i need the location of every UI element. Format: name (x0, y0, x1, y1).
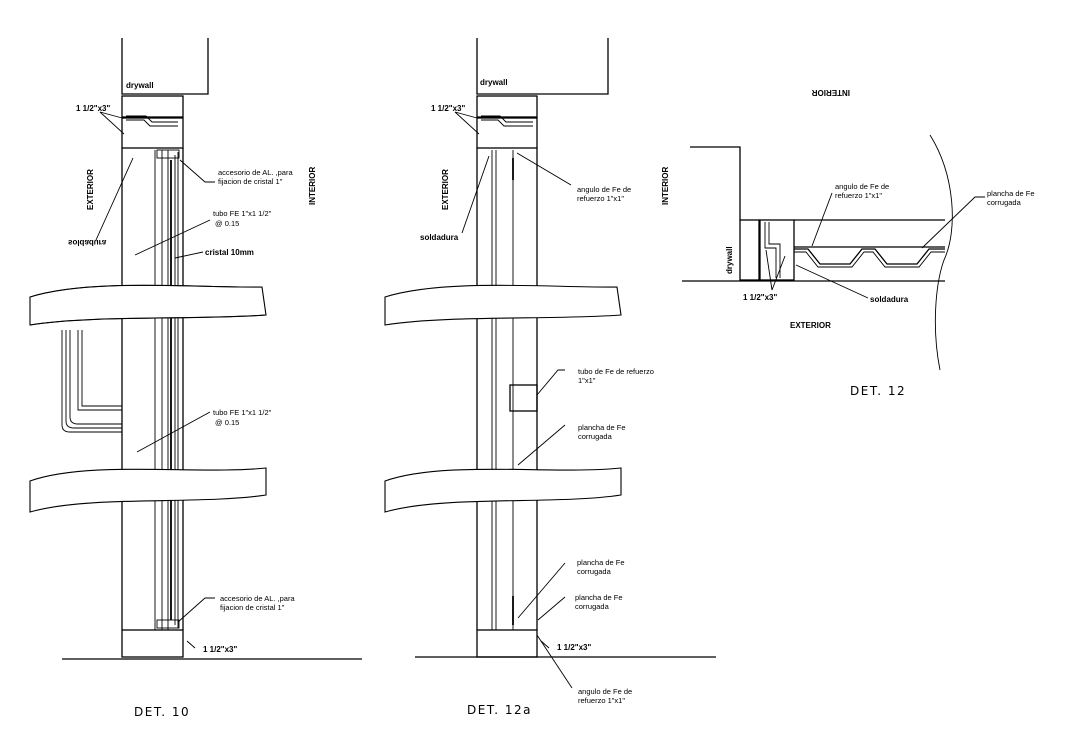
det12a-label-angle-bottom: 1 1/2"x3" (557, 643, 591, 652)
det12-curved-edge (929, 134, 953, 371)
det12a-label-tubo-1: tubo de Fe de refuerzo (578, 367, 654, 376)
det12-label-drywall: drywall (725, 246, 734, 274)
det10-label-drywall: drywall (126, 81, 154, 90)
det12a-title: DET. 12a (467, 703, 532, 717)
det12-wall-outline (690, 146, 741, 220)
det10-label-angle-top: 1 1/2"x3" (76, 104, 110, 113)
det12a-label-angulo-top-1: angulo de Fe de (577, 185, 631, 194)
det12-label-soldadura: soldadura (870, 295, 909, 304)
det10-drywall-block (121, 38, 209, 95)
det10-label-interior: INTERIOR (308, 167, 317, 205)
det10-label-cristal: cristal 10mm (205, 248, 254, 257)
det12a-label-plancha2-1: plancha de Fe (577, 558, 625, 567)
det10-label-accessory-top-2: fijacion de cristal 1" (218, 177, 283, 186)
det12-detail: INTERIOR INTERIOR drywall angulo de Fe d… (661, 88, 1035, 398)
det12a-angle-bottom (476, 629, 538, 658)
det12a-label-plancha3-2: corrugada (575, 602, 610, 611)
det12-drywall-block (739, 219, 760, 281)
det12a-label-soldadura: soldadura (420, 233, 459, 242)
det12a-label-drywall: drywall (480, 78, 508, 87)
det10-label-accessory-bot-2: fijacion de cristal 1" (220, 603, 285, 612)
det12-angle-block (759, 219, 795, 281)
det12a-label-exterior: EXTERIOR (441, 169, 450, 210)
det12a-detail: drywall 1 1/2"x3" EXTERIOR soldadura ang… (384, 38, 716, 717)
det10-label-tubo-2b: @ 0.15 (215, 418, 239, 427)
det12-label-exterior: EXTERIOR (790, 321, 831, 330)
det12-title: DET. 12 (850, 384, 906, 398)
det12-label-angulo-1: angulo de Fe de (835, 182, 889, 191)
det10-angle-bottom (121, 629, 184, 658)
det10-label-exterior: EXTERIOR (86, 169, 95, 210)
det12-label-interior: INTERIOR (661, 167, 670, 205)
det10-label-accessory-bot-1: accesorio de AL. ,para (220, 594, 295, 603)
det10-detail: drywall 1 1/2"x3" EXTERIOR INTERIOR sold… (29, 38, 362, 719)
det12a-label-angulo-top-2: refuerzo 1"x1" (577, 194, 624, 203)
det12a-label-plancha3-1: plancha de Fe (575, 593, 623, 602)
det12a-label-plancha1-1: plancha de Fe (578, 423, 626, 432)
det12-label-angle: 1 1/2"x3" (743, 293, 777, 302)
det12a-label-plancha1-2: corrugada (578, 432, 613, 441)
det10-label-tubo-1a: tubo FE 1"x1 1/2" (213, 209, 272, 218)
det10-label-soldadura: soldadura (68, 238, 107, 247)
det12a-angle-top-upper (476, 95, 538, 118)
det10-label-tubo-2a: tubo FE 1"x1 1/2" (213, 408, 272, 417)
det10-label-angle-bottom: 1 1/2"x3" (203, 645, 237, 654)
det10-angle-top-upper (121, 95, 184, 118)
det12-corrugated-sheet (794, 248, 945, 265)
det12-label-angulo-2: refuerzo 1"x1" (835, 191, 882, 200)
det10-label-tubo-1b: @ 0.15 (215, 219, 239, 228)
det12a-label-angulo-bot-2: refuerzo 1"x1" (578, 696, 625, 705)
det12a-angle-top-lower (476, 117, 538, 149)
det12a-label-tubo-2: 1"x1" (578, 376, 596, 385)
det12-label-interior-mirrored: INTERIOR (812, 88, 850, 97)
det10-angle-top-lower (121, 117, 184, 149)
det10-frame-bracket (61, 330, 122, 433)
det12a-label-plancha2-2: corrugada (577, 567, 612, 576)
det10-label-accessory-top-1: accesorio de AL. ,para (218, 168, 293, 177)
det12a-label-angulo-bot-1: angulo de Fe de (578, 687, 632, 696)
det12-label-plancha-1: plancha de Fe (987, 189, 1035, 198)
det12a-drywall-block (476, 38, 609, 95)
det12a-label-angle-top: 1 1/2"x3" (431, 104, 465, 113)
det10-title: DET. 10 (134, 705, 190, 719)
det12-label-plancha-2: corrugada (987, 198, 1022, 207)
det12a-reinforcement-tube (509, 384, 538, 412)
